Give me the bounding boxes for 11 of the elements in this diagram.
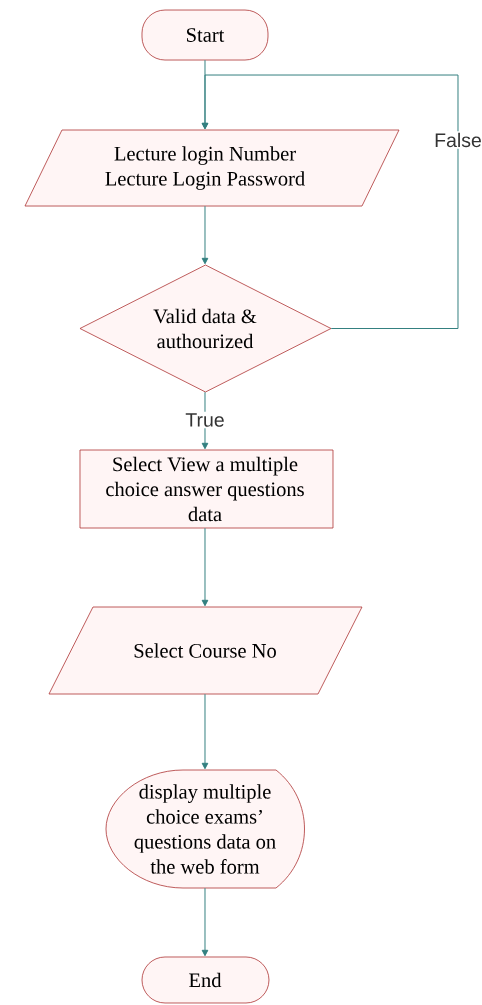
arrow	[201, 74, 459, 329]
arrow	[201, 205, 209, 265]
edge-label: False	[432, 131, 482, 149]
arrow	[201, 693, 209, 770]
arrow	[201, 887, 209, 957]
input-parallelogram: Lecture login Number Lecture Login Password	[24, 129, 400, 207]
input-parallelogram: Select Course No	[48, 606, 363, 695]
edge-label: True	[183, 411, 227, 429]
terminal-oval: End	[141, 956, 270, 1004]
arrow	[201, 527, 209, 607]
process-box: Select View a multiple choice answer questions data	[79, 449, 334, 529]
